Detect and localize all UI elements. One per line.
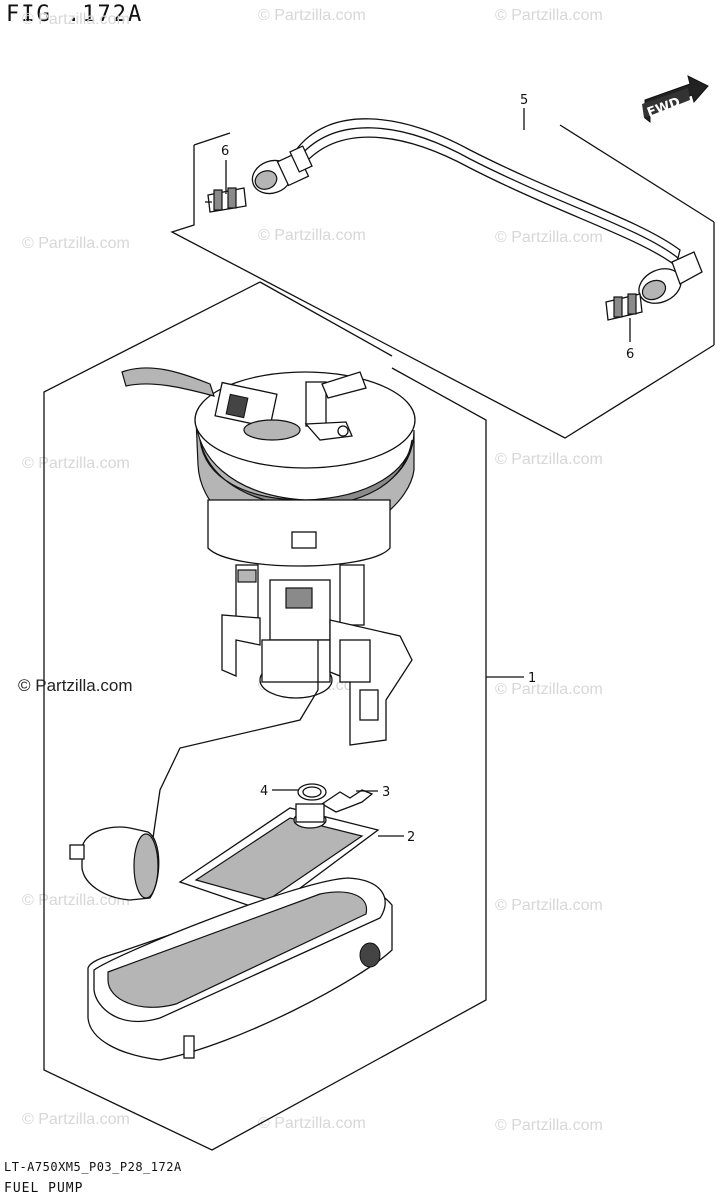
watermark: © Partzilla.com: [22, 892, 130, 909]
pump-base-tray: [87, 877, 393, 1061]
watermark: © Partzilla.com: [495, 451, 603, 468]
figure-title: FIG .172A: [6, 2, 144, 27]
figure-code: LT-A750XM5_P03_P28_172A: [4, 1160, 182, 1174]
o-ring: [297, 783, 327, 801]
fwd-arrow-badge: FWD: [642, 75, 709, 124]
callout-5: 5: [520, 93, 528, 130]
hose-clamp-left: [205, 187, 247, 213]
watermark: © Partzilla.com: [258, 7, 366, 24]
fuel-pump-body: [207, 499, 413, 746]
callout-label: 1: [528, 671, 536, 686]
callout-3: 3: [356, 785, 390, 800]
watermark: © Partzilla.com: [495, 1117, 603, 1134]
watermark: © Partzilla.com: [495, 897, 603, 914]
fuel-hose: [251, 118, 703, 304]
callout-2: 2: [378, 830, 415, 845]
callout-label: 4: [260, 784, 268, 799]
hose-clamp-right: [605, 293, 643, 321]
watermark: © Partzilla.com: [258, 1115, 366, 1132]
fuel-level-float: [69, 640, 319, 901]
callout-label: 5: [520, 93, 528, 108]
watermark: © Partzilla.com: [495, 681, 603, 698]
callout-1: 1: [486, 671, 536, 686]
watermark: © Partzilla.com: [258, 227, 366, 244]
hose-assembly-frame: [170, 124, 715, 439]
callout-4: 4: [260, 784, 298, 799]
callout-6-right: 6: [626, 318, 634, 362]
wire-connector-plate: [320, 789, 374, 813]
partzilla-watermark-main: © Partzilla.com: [18, 676, 133, 695]
callout-label: 2: [407, 830, 415, 845]
pump-gasket-plate: [178, 803, 380, 913]
callout-label: 6: [626, 347, 634, 362]
pump-assembly-frame: [43, 281, 487, 1151]
figure-name: FUEL PUMP: [4, 1181, 84, 1196]
watermark: © Partzilla.com: [22, 235, 130, 252]
watermark: © Partzilla.com: [22, 455, 130, 472]
callout-6-left: 6: [221, 144, 229, 194]
watermark: © Partzilla.com: [495, 7, 603, 24]
watermark: © Partzilla.com: [22, 11, 130, 28]
watermark: © Partzilla.com: [22, 1111, 130, 1128]
callout-label: 3: [382, 785, 390, 800]
watermark: © Partzilla.com: [495, 229, 603, 246]
callout-label: 6: [221, 144, 229, 159]
